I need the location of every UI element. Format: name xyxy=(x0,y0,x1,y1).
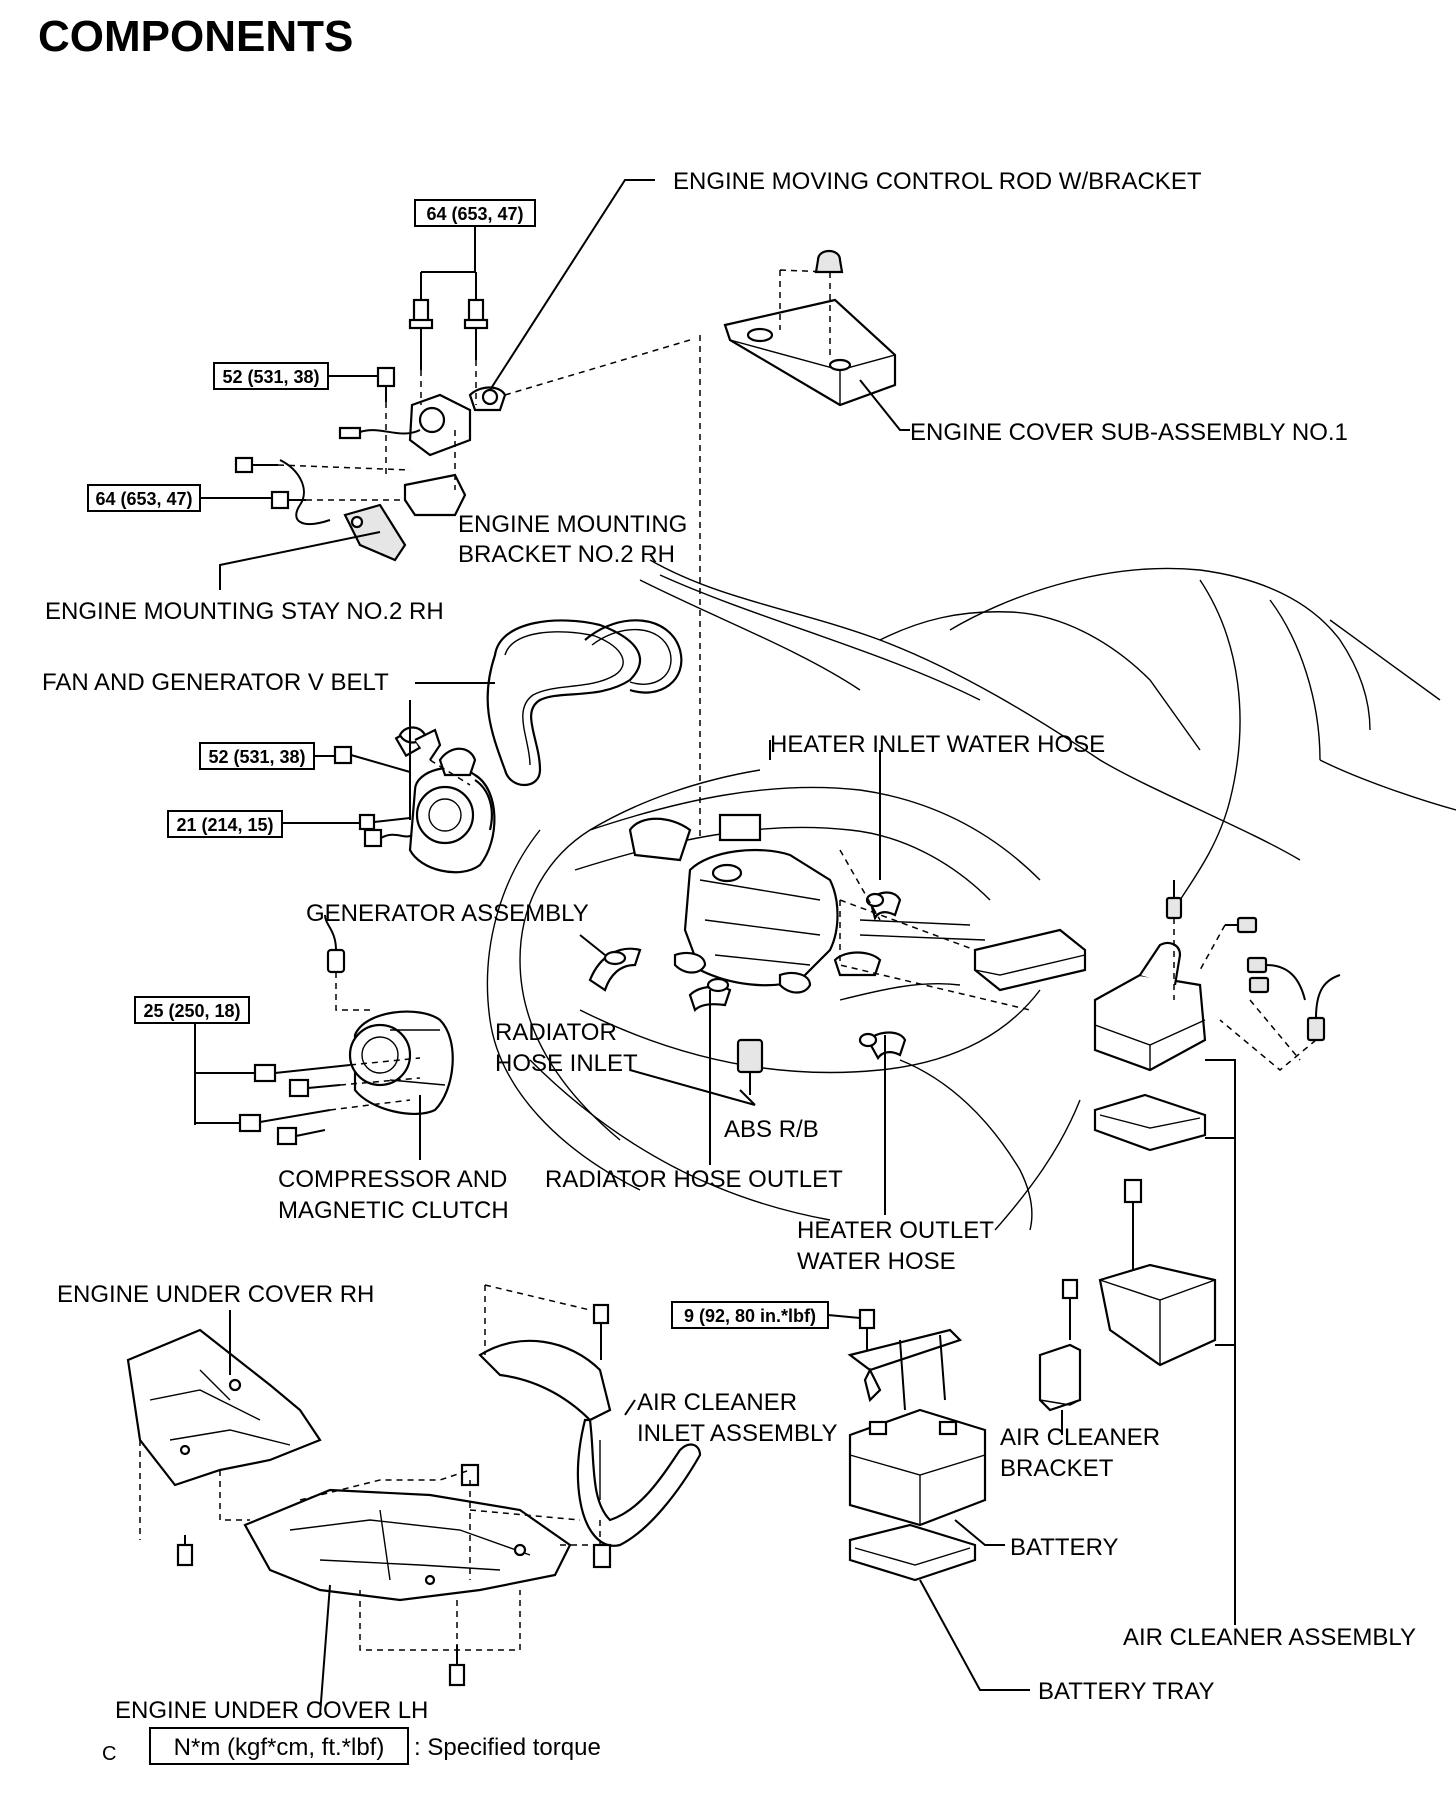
label-air-cleaner-inlet-line2: INLET ASSEMBLY xyxy=(637,1420,838,1447)
battery-drawing xyxy=(847,1308,987,1582)
label-engine-moving-control-rod: ENGINE MOVING CONTROL ROD W/BRACKET xyxy=(673,168,1202,195)
label-engine-under-cover-rh: ENGINE UNDER COVER RH xyxy=(57,1281,374,1308)
figure-code: C xyxy=(102,1743,116,1765)
torque-box-5: 21 (214, 15) xyxy=(167,810,360,838)
torque-box-3: 64 (653, 47) xyxy=(87,484,272,512)
v-belt-drawing xyxy=(486,619,683,786)
torque-box-7: 9 (92, 80 in.*lbf) xyxy=(671,1301,861,1329)
abs-rb-drawing xyxy=(736,1038,764,1095)
air-cleaner-bracket-drawing xyxy=(1038,1278,1082,1412)
air-cleaner-inlet-drawing xyxy=(478,1284,702,1547)
torque-value: 21 (214, 15) xyxy=(176,815,273,835)
label-engine-cover-sub-assembly: ENGINE COVER SUB-ASSEMBLY NO.1 xyxy=(910,419,1348,446)
hoses-drawing xyxy=(588,891,907,1061)
page-title: COMPONENTS xyxy=(38,12,354,61)
compressor-drawing xyxy=(238,914,454,1146)
label-heater-outlet-line1: HEATER OUTLET xyxy=(797,1217,994,1244)
engine-cover-sub-assembly-drawing xyxy=(723,249,897,407)
engine-under-cover-rh-drawing xyxy=(126,1328,322,1487)
label-engine-under-cover-lh: ENGINE UNDER COVER LH xyxy=(115,1697,428,1724)
vehicle-body-outline xyxy=(486,559,1456,1231)
label-radiator-hose-inlet-line2: HOSE INLET xyxy=(495,1050,638,1077)
torque-box-1: 64 (653, 47) xyxy=(414,199,536,300)
legend: C N*m (kgf*cm, ft.*lbf) : Specified torq… xyxy=(102,1727,601,1765)
engine-cover-small-drawing xyxy=(839,899,1087,1011)
label-air-cleaner-bracket-line1: AIR CLEANER xyxy=(1000,1424,1160,1451)
label-abs-rb: ABS R/B xyxy=(724,1116,819,1143)
label-air-cleaner-assembly: AIR CLEANER ASSEMBLY xyxy=(1123,1624,1416,1651)
label-generator-assembly: GENERATOR ASSEMBLY xyxy=(306,900,589,927)
torque-value: 9 (92, 80 in.*lbf) xyxy=(684,1306,816,1326)
label-radiator-hose-inlet-line1: RADIATOR xyxy=(495,1019,617,1046)
alignment-guides xyxy=(699,335,881,921)
legend-meaning: : Specified torque xyxy=(414,1734,601,1761)
label-battery-tray: BATTERY TRAY xyxy=(1038,1678,1215,1705)
legend-unit-box: N*m (kgf*cm, ft.*lbf) xyxy=(174,1734,385,1761)
torque-box-4: 52 (531, 38) xyxy=(199,742,335,770)
label-air-cleaner-bracket-line2: BRACKET xyxy=(1000,1455,1114,1482)
leader-lines xyxy=(219,179,1236,1716)
torque-box-2: 52 (531, 38) xyxy=(213,362,378,390)
torque-box-6: 25 (250, 18) xyxy=(134,996,255,1125)
label-engine-mounting-bracket-line1: ENGINE MOUNTING xyxy=(458,511,687,538)
generator-assembly-drawing xyxy=(333,726,496,874)
label-fan-generator-v-belt: FAN AND GENERATOR V BELT xyxy=(42,669,389,696)
torque-value: 64 (653, 47) xyxy=(95,489,192,509)
label-compressor-line1: COMPRESSOR AND xyxy=(278,1166,507,1193)
engine-under-cover-lh-drawing xyxy=(139,1440,612,1687)
torque-value: 52 (531, 38) xyxy=(222,367,319,387)
label-compressor-line2: MAGNETIC CLUTCH xyxy=(278,1197,509,1224)
label-engine-mounting-bracket-line2: BRACKET NO.2 RH xyxy=(458,541,675,568)
label-heater-outlet-line2: WATER HOSE xyxy=(797,1248,956,1275)
torque-value: 25 (250, 18) xyxy=(143,1001,240,1021)
label-heater-inlet-water-hose: HEATER INLET WATER HOSE xyxy=(770,731,1105,758)
air-cleaner-assembly-drawing xyxy=(1093,880,1341,1367)
label-engine-mounting-stay: ENGINE MOUNTING STAY NO.2 RH xyxy=(45,598,444,625)
torque-value: 52 (531, 38) xyxy=(208,747,305,767)
label-battery: BATTERY xyxy=(1010,1534,1118,1561)
label-radiator-hose-outlet: RADIATOR HOSE OUTLET xyxy=(545,1166,843,1193)
torque-value: 64 (653, 47) xyxy=(426,204,523,224)
label-air-cleaner-inlet-line1: AIR CLEANER xyxy=(637,1389,797,1416)
